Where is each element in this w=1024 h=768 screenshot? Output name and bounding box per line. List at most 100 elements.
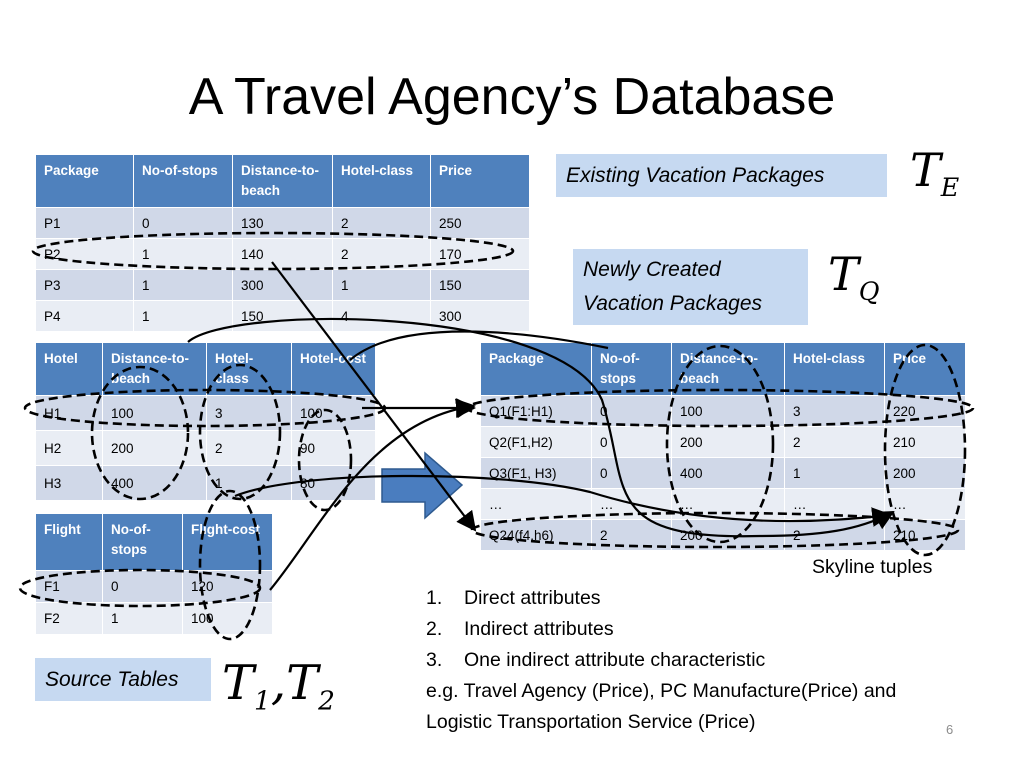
table-cell: 2 [332, 238, 431, 270]
column-header: Distance-to-beach [102, 342, 207, 396]
column-header: Flight [35, 513, 103, 571]
t1-t2-symbol: T1,T2 [222, 652, 335, 733]
table-cell: … [784, 488, 885, 520]
table-cell: 150 [430, 269, 530, 301]
column-header: No-of-stops [591, 342, 672, 396]
table-cell: 100 [291, 395, 376, 431]
table-row: H3 400 1 80 [35, 465, 376, 501]
table-cell: 150 [232, 300, 333, 332]
table-cell: 170 [430, 238, 530, 270]
list-item: 1.Direct attributes [426, 587, 601, 609]
table-cell: … [884, 488, 966, 520]
block-arrow-icon [381, 451, 464, 520]
table-cell: Q1(F1:H1) [480, 395, 592, 427]
table-cell: 1 [133, 269, 233, 301]
table-cell: 0 [591, 395, 672, 427]
table-cell: 200 [671, 519, 785, 551]
list-item-text: Direct attributes [464, 587, 601, 609]
table-row: F2 1 100 [35, 602, 273, 635]
table-cell: … [671, 488, 785, 520]
list-item: 3.One indirect attribute characteristic [426, 649, 766, 671]
symbol-subscript: Q [858, 277, 880, 307]
table-cell: 0 [133, 207, 233, 239]
table-cell: Q2(F1,H2) [480, 426, 592, 458]
table-row: H1 100 3 100 [35, 395, 376, 431]
column-header: Hotel-class [784, 342, 885, 396]
table-cell: P4 [35, 300, 134, 332]
table-cell: 400 [102, 465, 207, 501]
column-header: No-of-stops [133, 154, 233, 208]
table-cell: 1 [206, 465, 292, 501]
example-note-line: e.g. Travel Agency (Price), PC Manufactu… [426, 680, 897, 702]
table-cell: P2 [35, 238, 134, 270]
existing-packages-table: Package No-of-stops Distance-to-beach Ho… [35, 154, 530, 332]
table-cell: 0 [591, 426, 672, 458]
table-cell: 3 [784, 395, 885, 427]
table-cell: 220 [884, 395, 966, 427]
table-cell: 1 [133, 238, 233, 270]
table-cell: H2 [35, 430, 103, 466]
column-header: Hotel-cost [291, 342, 376, 396]
table-cell: 80 [291, 465, 376, 501]
table-cell: Q24(f4,h6) [480, 519, 592, 551]
table-cell: 2 [332, 207, 431, 239]
table-cell: 300 [430, 300, 530, 332]
column-header: Distance-to-beach [232, 154, 333, 208]
table-cell: 200 [671, 426, 785, 458]
table-row: F1 0 120 [35, 570, 273, 603]
existing-packages-label: Existing Vacation Packages [556, 154, 887, 197]
symbol-separator: , [270, 655, 287, 711]
list-item-text: Indirect attributes [464, 618, 614, 640]
table-cell: 200 [884, 457, 966, 489]
table-cell: 210 [884, 426, 966, 458]
table-cell: 1 [784, 457, 885, 489]
column-header: No-of-stops [102, 513, 183, 571]
table-cell: 2 [784, 519, 885, 551]
table-cell: 0 [102, 570, 183, 603]
tq-symbol: TQ [828, 244, 879, 322]
table-row: P1 0 130 2 250 [35, 207, 530, 239]
table-cell: 120 [182, 570, 273, 603]
table-row: … … … … … [480, 488, 966, 520]
column-header: Flight-cost [182, 513, 273, 571]
table-row: P2 1 140 2 170 [35, 238, 530, 270]
table-cell: 2 [206, 430, 292, 466]
table-cell: 0 [591, 457, 672, 489]
table-cell: 90 [291, 430, 376, 466]
table-cell: 300 [232, 269, 333, 301]
column-header: Price [430, 154, 530, 208]
column-header: Hotel-class [332, 154, 431, 208]
table-row: P4 1 150 4 300 [35, 300, 530, 332]
table-cell: 100 [182, 602, 273, 635]
source-tables-label: Source Tables [35, 658, 211, 701]
table-cell: H1 [35, 395, 103, 431]
table-cell: P1 [35, 207, 134, 239]
table-cell: 2 [784, 426, 885, 458]
table-cell: 3 [206, 395, 292, 431]
symbol-subscript: 2 [318, 685, 335, 717]
skyline-tuples-label: Skyline tuples [812, 556, 933, 578]
hotel-table: Hotel Distance-to-beach Hotel-class Hote… [35, 342, 376, 501]
table-cell: … [591, 488, 672, 520]
newly-created-packages-label: Newly Created Vacation Packages [573, 249, 808, 325]
page-number: 6 [946, 722, 954, 737]
example-note-line: Logistic Transportation Service (Price) [426, 711, 756, 733]
table-cell: 250 [430, 207, 530, 239]
table-cell: 4 [332, 300, 431, 332]
column-header: Distance-to-beach [671, 342, 785, 396]
table-row: Q1(F1:H1) 0 100 3 220 [480, 395, 966, 427]
symbol-subscript: 1 [254, 685, 271, 717]
symbol-main: T [910, 143, 941, 197]
table-cell: 100 [671, 395, 785, 427]
table-cell: H3 [35, 465, 103, 501]
attribute-list: 1.Direct attributes 2.Indirect attribute… [426, 583, 1006, 738]
symbol-main: T [286, 655, 319, 711]
table-row: Q2(F1,H2) 0 200 2 210 [480, 426, 966, 458]
table-cell: 1 [102, 602, 183, 635]
table-cell: … [480, 488, 592, 520]
symbol-main: T [828, 247, 859, 301]
column-header: Hotel [35, 342, 103, 396]
table-cell: 130 [232, 207, 333, 239]
table-cell: F1 [35, 570, 103, 603]
table-cell: 210 [884, 519, 966, 551]
